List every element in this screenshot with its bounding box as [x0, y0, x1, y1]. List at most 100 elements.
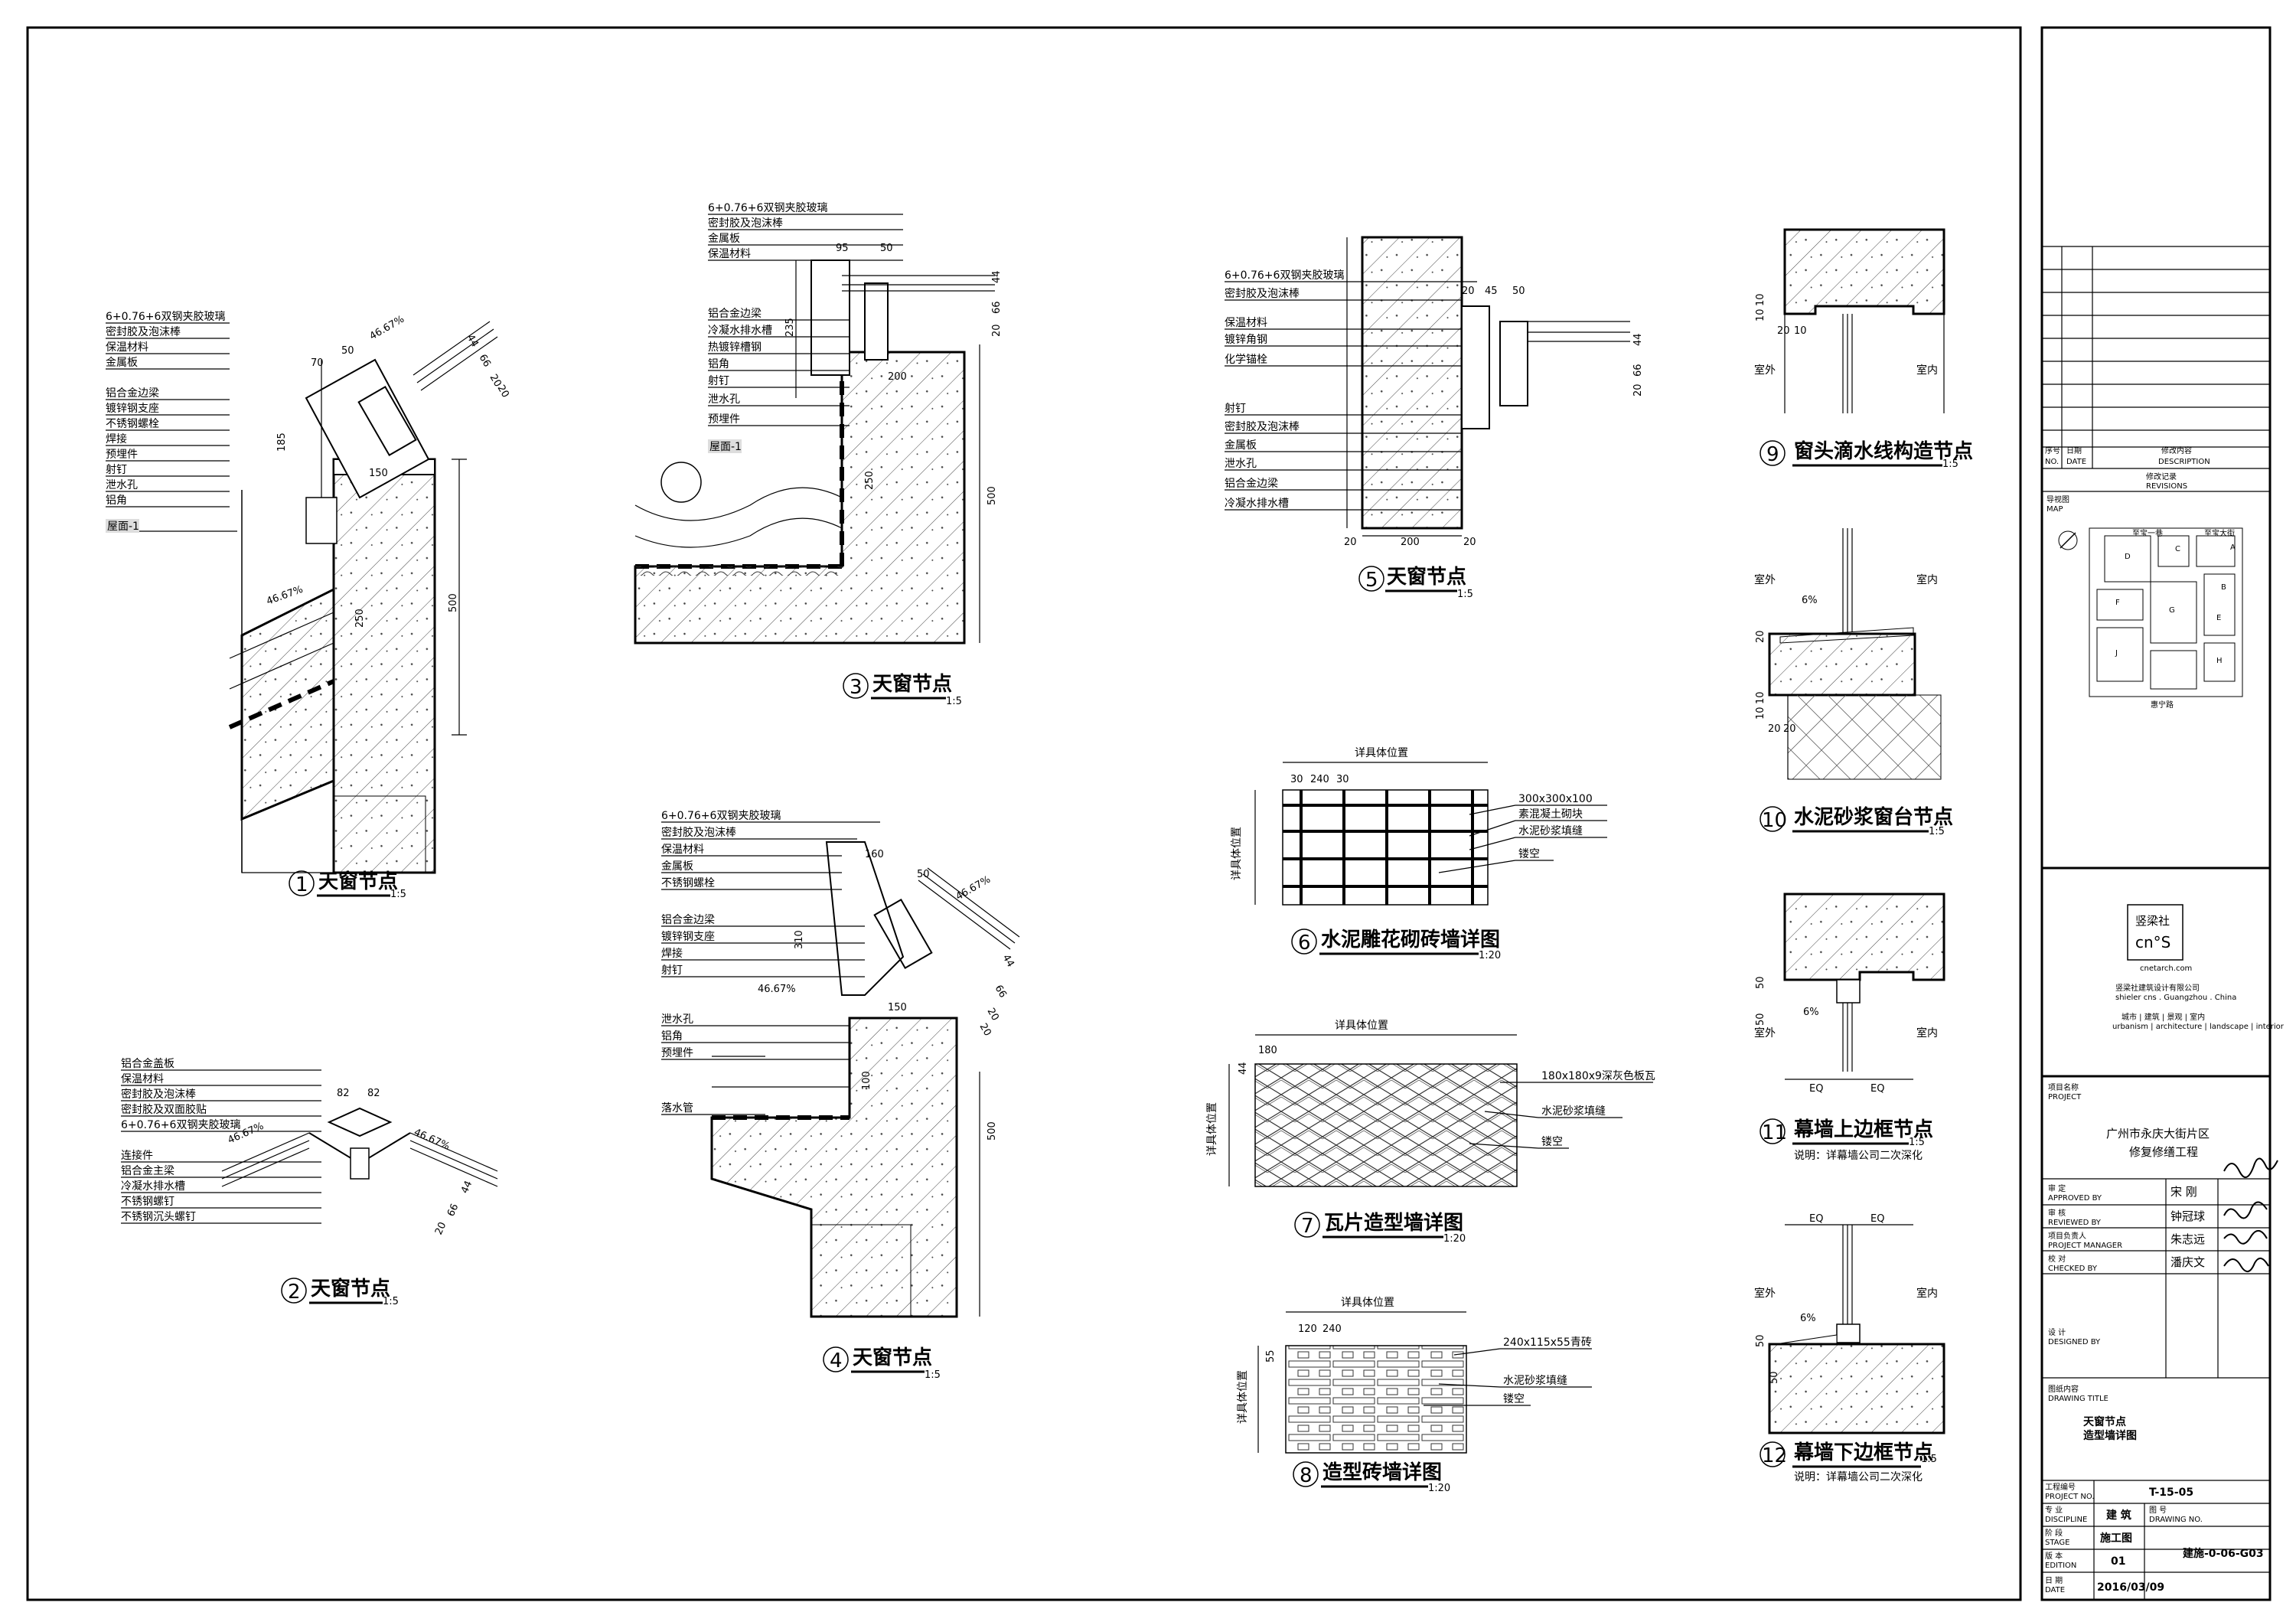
d4-label-5: 不锈钢螺栓: [661, 877, 715, 889]
d5-dim-1: 20: [1462, 286, 1475, 297]
d4-label-1: 6+0.76+6双钢夹胶玻璃: [661, 809, 781, 822]
d2-number: 2: [288, 1281, 301, 1304]
discipline-label-en: DISCIPLINE: [2045, 1516, 2087, 1524]
drawing-title-l2: 造型墙详图: [2083, 1429, 2137, 1442]
d2-dim-1: 82: [337, 1088, 350, 1099]
d1-dim-6: 20: [488, 373, 504, 390]
d2-dim-7: 20: [433, 1220, 448, 1236]
d3-dim-1: 95: [836, 243, 849, 254]
d3-label-7: 热镀锌槽钢: [708, 341, 762, 354]
logo-cn: 竖梁社: [2135, 914, 2170, 928]
d8-dimlabel: 详具体位置: [1341, 1297, 1394, 1309]
d8-scale: 1:20: [1428, 1483, 1450, 1494]
d12-dim-3: 50: [1755, 1334, 1766, 1347]
d9-dim-2: 10: [1755, 308, 1766, 321]
d11-dim-1: 50: [1755, 976, 1766, 989]
d12-dim-1: EQ: [1809, 1213, 1823, 1225]
d6-label-1: 300x300x100: [1518, 793, 1593, 805]
d4-dim-1: 160: [865, 849, 884, 860]
d3-label-9: 射钉: [708, 375, 729, 387]
role-3-en: PROJECT MANAGER: [2048, 1242, 2122, 1250]
d9-dim-3: 20: [1777, 325, 1790, 337]
d7-label-2: 水泥砂浆填缝: [1541, 1105, 1606, 1118]
d3-label-5: 铝合金边梁: [708, 308, 762, 320]
map-letter-f: F: [2115, 599, 2120, 607]
design-label: 设 计: [2048, 1327, 2066, 1337]
role-1-name: 宋 刚: [2170, 1185, 2197, 1199]
d5-label-6: 射钉: [1225, 403, 1246, 415]
d2-dim-4: 46.67%: [412, 1127, 451, 1153]
d10-label-1: 室外: [1754, 573, 1776, 586]
d7-dimlabel-v: 详具体位置: [1206, 1102, 1218, 1156]
d2-title: 天窗节点: [311, 1277, 390, 1301]
d10-label-2: 室内: [1916, 573, 1938, 586]
d2-label-1: 铝合金盖板: [121, 1058, 174, 1070]
d6-title: 水泥雕花砌砖墙详图: [1321, 928, 1500, 951]
d5-dim-6: 20: [1632, 383, 1644, 397]
d5-label-3: 保温材料: [1225, 317, 1267, 329]
d10-number: 10: [1762, 809, 1787, 832]
d2-label-9: 不锈钢螺钉: [121, 1196, 174, 1208]
d7-dim-1: 180: [1258, 1045, 1277, 1056]
d11-note: 说明：详幕墙公司二次深化: [1794, 1150, 1923, 1162]
site-map: [2089, 527, 2243, 697]
d7-label-1: 180x180x9深灰色板瓦: [1541, 1069, 1655, 1082]
d10-dim-2: 10: [1755, 691, 1766, 704]
d11-label-2: 室内: [1916, 1026, 1938, 1039]
d12-label-2: 室内: [1916, 1287, 1938, 1300]
d4-label-3: 保温材料: [661, 844, 704, 856]
d9-number: 9: [1766, 443, 1779, 466]
d4-dim-11: 20: [985, 1007, 1001, 1023]
d5-label-5: 化学锚栓: [1225, 354, 1267, 366]
d1-number: 1: [295, 873, 308, 896]
rev-no-label: 序号: [2045, 445, 2060, 455]
d12-note: 说明：详幕墙公司二次深化: [1794, 1471, 1923, 1483]
d7-label-3: 镂空: [1541, 1136, 1563, 1148]
d9-scale: 1:5: [1942, 459, 1958, 470]
stage: 施工图: [2100, 1532, 2132, 1545]
map-letter-j: J: [2115, 649, 2118, 658]
d1-dim-4: 44: [465, 333, 481, 350]
d5-label-9: 泄水孔: [1225, 458, 1257, 470]
d5-label-4: 镀锌角钢: [1225, 333, 1267, 346]
d3-dim-5: 20: [991, 324, 1003, 337]
d1-tag: 屋面-1: [107, 521, 139, 533]
d1-label-3: 保温材料: [106, 341, 148, 354]
d9-dim-4: 10: [1794, 325, 1807, 337]
map-letter-g: G: [2169, 606, 2175, 615]
d8-dim-1: 120: [1298, 1323, 1317, 1335]
d1-dim-11: 250: [354, 609, 366, 628]
stage-label: 阶 段: [2045, 1528, 2063, 1538]
d1-dim-8: 185: [276, 432, 288, 452]
d4-dim-3: 46.67%: [954, 874, 993, 903]
logo-url: cnetarch.com: [2140, 964, 2192, 973]
d11-dim-3: EQ: [1809, 1083, 1823, 1095]
d11-dim-4: EQ: [1870, 1083, 1884, 1095]
d4-dim-10: 66: [993, 984, 1009, 1000]
d3-dim-2: 50: [880, 243, 893, 254]
d8-label-2: 水泥砂浆填缝: [1503, 1375, 1567, 1387]
edition-label-en: EDITION: [2045, 1562, 2076, 1570]
detail-3: 6+0.76+6双钢夹胶玻璃 密封胶及泡沫棒 金属板 保温材料 铝合金边梁 冷凝…: [634, 201, 1003, 707]
d3-label-11: 预埋件: [708, 413, 740, 426]
d11-number: 11: [1762, 1121, 1787, 1144]
d3-tag: 屋面-1: [709, 441, 742, 453]
d4-label-8: 焊接: [661, 947, 683, 960]
d12-scale: 1:5: [1921, 1454, 1937, 1465]
d5-label-10: 铝合金边梁: [1225, 478, 1278, 490]
rev-date-label: 日期: [2066, 446, 2082, 455]
d1-label-1: 6+0.76+6双钢夹胶玻璃: [106, 310, 225, 323]
d5-dim-9: 20: [1463, 537, 1476, 548]
rev-record-label: 修改记录: [2146, 472, 2177, 481]
edition: 01: [2111, 1555, 2125, 1568]
d2-label-2: 保温材料: [121, 1073, 164, 1085]
d4-dim-12: 20: [977, 1022, 993, 1039]
role-4-cn: 校 对: [2048, 1254, 2066, 1264]
d6-dimlabel: 详具体位置: [1355, 747, 1408, 759]
d1-dim-3: 46.67%: [368, 314, 406, 343]
project-no: T-15-05: [2149, 1487, 2193, 1499]
d3-dim-8: 250: [864, 471, 876, 490]
d8-dim-2: 240: [1322, 1323, 1342, 1335]
role-2-en: REVIEWED BY: [2048, 1219, 2102, 1227]
d2-label-8: 冷凝水排水槽: [121, 1180, 185, 1193]
